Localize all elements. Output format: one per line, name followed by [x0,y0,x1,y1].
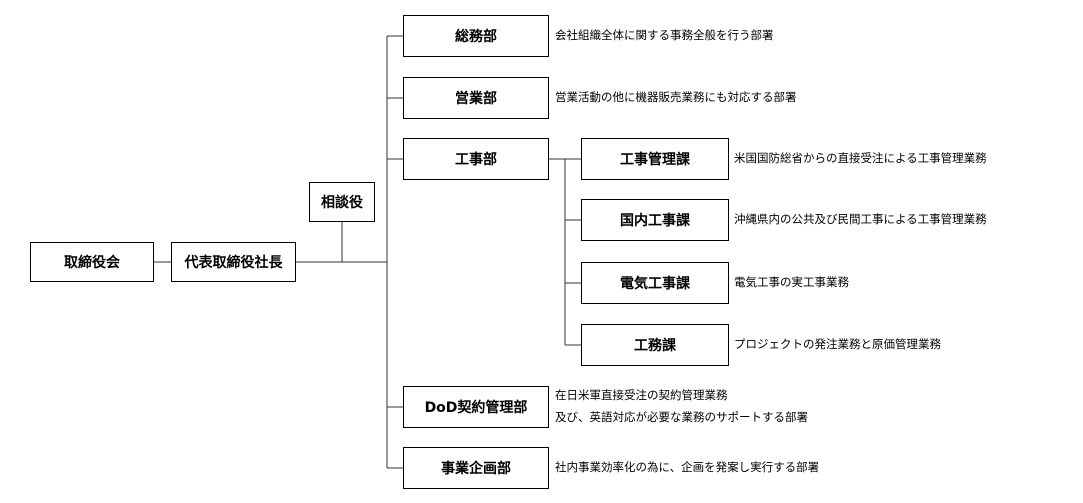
business-planning-box: 事業企画部 [403,447,549,489]
engineering-description: プロジェクトの発注業務と原価管理業務 [734,337,941,351]
sales-description: 営業活動の他に機器販売業務にも対応する部署 [555,90,797,104]
general-affairs-description: 会社組織全体に関する事務全般を行う部署 [555,28,774,42]
domestic-construction-description: 沖縄県内の公共及び民間工事による工事管理業務 [734,212,987,226]
advisor-box: 相談役 [309,182,375,222]
general-affairs-box: 総務部 [403,15,549,57]
president-box: 代表取締役社長 [171,242,296,282]
business-planning-description: 社内事業効率化の為に、企画を発案し実行する部署 [555,460,820,474]
sales-box: 営業部 [403,77,549,119]
electrical-construction-description: 電気工事の実工事業務 [734,275,849,289]
board-box: 取締役会 [30,242,154,282]
electrical-construction-box: 電気工事課 [581,262,729,304]
construction-mgmt-box: 工事管理課 [581,138,729,180]
dod-contract-description-line1: 在日米軍直接受注の契約管理業務 [555,388,728,402]
domestic-construction-box: 国内工事課 [581,199,729,241]
dod-contract-description-line2: 及び、英語対応が必要な業務のサポートする部署 [555,410,808,424]
engineering-box: 工務課 [581,324,729,366]
dod-contract-box: DoD契約管理部 [403,386,549,428]
construction-box: 工事部 [403,138,549,180]
construction-mgmt-description: 米国国防総省からの直接受注による工事管理業務 [734,151,987,165]
